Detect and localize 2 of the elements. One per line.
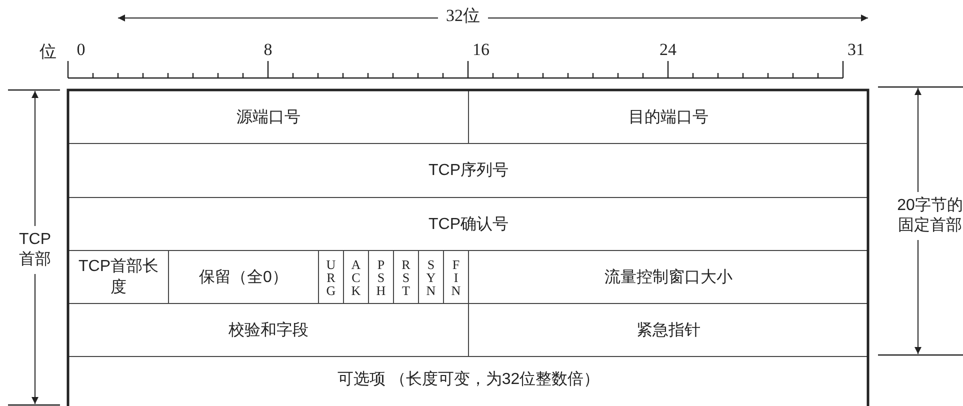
dimension-label: TCP首部 xyxy=(17,226,53,274)
dimension-label: 20字节的固定首部 xyxy=(896,192,963,240)
